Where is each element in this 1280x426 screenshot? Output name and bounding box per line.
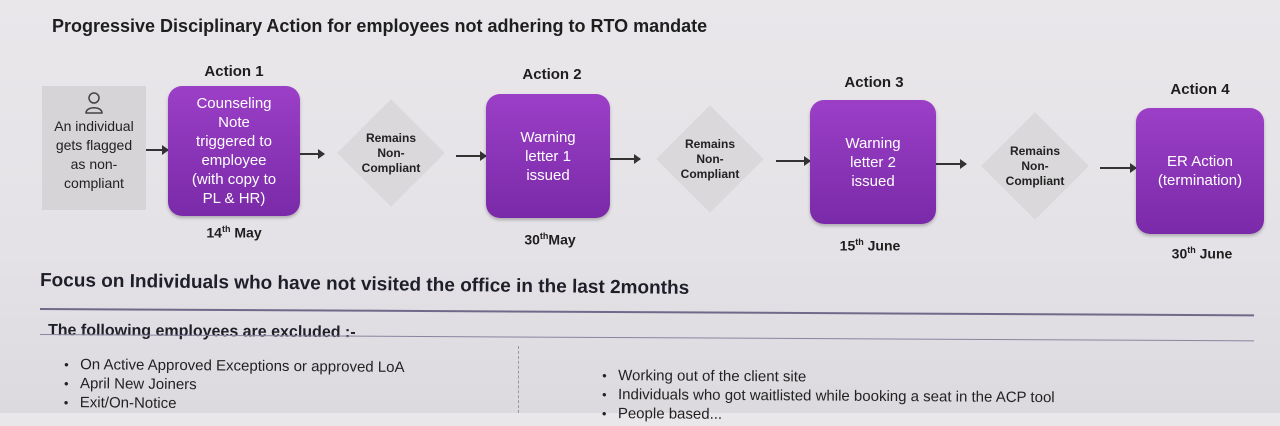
- decision-line: Remains: [1009, 143, 1060, 158]
- action-4-line: (termination): [1157, 172, 1243, 189]
- decision-line: Non-: [696, 151, 724, 166]
- action-2-box: Warning letter 1 issued: [486, 94, 610, 218]
- focus-heading: Focus on Individuals who have not visite…: [39, 270, 690, 299]
- excluded-heading: The following employees are excluded :-: [47, 322, 356, 342]
- decision-line: Non-: [377, 145, 405, 160]
- flow-arrow: [300, 149, 325, 159]
- flow-arrow: [146, 145, 169, 155]
- action-1-line: triggered to: [196, 133, 272, 150]
- action-1-line: (with copy to: [191, 171, 277, 188]
- action-1-line: PL & HR): [202, 190, 266, 207]
- excluded-list-left: On Active Approved Exceptions or approve…: [62, 355, 405, 415]
- flow-arrow: [1100, 163, 1137, 173]
- decision-line: Compliant: [680, 166, 740, 181]
- decision-line: Compliant: [361, 160, 421, 175]
- action-1-date: 14th May: [206, 224, 262, 241]
- action-2-line: issued: [526, 166, 570, 184]
- page-title: Progressive Disciplinary Action for empl…: [52, 16, 708, 36]
- decision-line: Remains: [365, 130, 416, 145]
- action-3-date: 15th June: [839, 237, 901, 254]
- action-3-line: issued: [851, 172, 895, 190]
- person-icon: [85, 92, 103, 114]
- individual-line: An individual: [54, 118, 134, 134]
- action-2-date: 30thMay: [524, 231, 576, 248]
- decision-diamond: Remains Non- Compliant: [655, 104, 765, 214]
- action-4-date: 30th June: [1171, 245, 1233, 262]
- decision-line: Compliant: [1005, 173, 1065, 188]
- decision-diamond: Remains Non- Compliant: [980, 111, 1090, 221]
- action-3-line: Warning: [845, 134, 901, 152]
- action-4-label: Action 4: [1170, 81, 1230, 98]
- section-divider: [39, 308, 1254, 317]
- flow-arrow: [936, 159, 967, 169]
- action-2-line: letter 1: [525, 147, 571, 165]
- action-3-box: Warning letter 2 issued: [810, 100, 936, 224]
- flow-arrow: [610, 154, 641, 164]
- action-3-line: letter 2: [850, 153, 896, 171]
- action-1-label: Action 1: [204, 63, 264, 80]
- flow-arrow: [776, 156, 811, 166]
- action-3-label: Action 3: [844, 74, 904, 91]
- action-1-line: Counseling: [196, 95, 272, 112]
- action-1-line: Note: [218, 114, 250, 131]
- individual-flagged-box: An individual gets flagged as non- compl…: [42, 86, 146, 210]
- flow-arrow: [456, 151, 487, 161]
- list-item: Exit/On-Notice: [62, 393, 405, 415]
- decision-line: Non-: [1021, 158, 1049, 173]
- decision-line: Remains: [684, 136, 735, 151]
- action-4-box: ER Action (termination): [1136, 108, 1264, 234]
- action-2-label: Action 2: [522, 66, 582, 83]
- list-item: People based...: [600, 404, 1055, 426]
- column-separator: [518, 346, 519, 413]
- action-2-line: Warning: [520, 128, 576, 146]
- action-1-box: Counseling Note triggered to employee (w…: [168, 86, 300, 216]
- excluded-list-right: Working out of the client site Individua…: [600, 366, 1055, 426]
- individual-line: as non-: [70, 156, 118, 172]
- action-1-line: employee: [201, 152, 267, 169]
- individual-line: gets flagged: [55, 137, 133, 153]
- individual-line: compliant: [64, 175, 124, 191]
- action-4-line: ER Action: [1167, 153, 1233, 170]
- decision-diamond: Remains Non- Compliant: [336, 98, 446, 208]
